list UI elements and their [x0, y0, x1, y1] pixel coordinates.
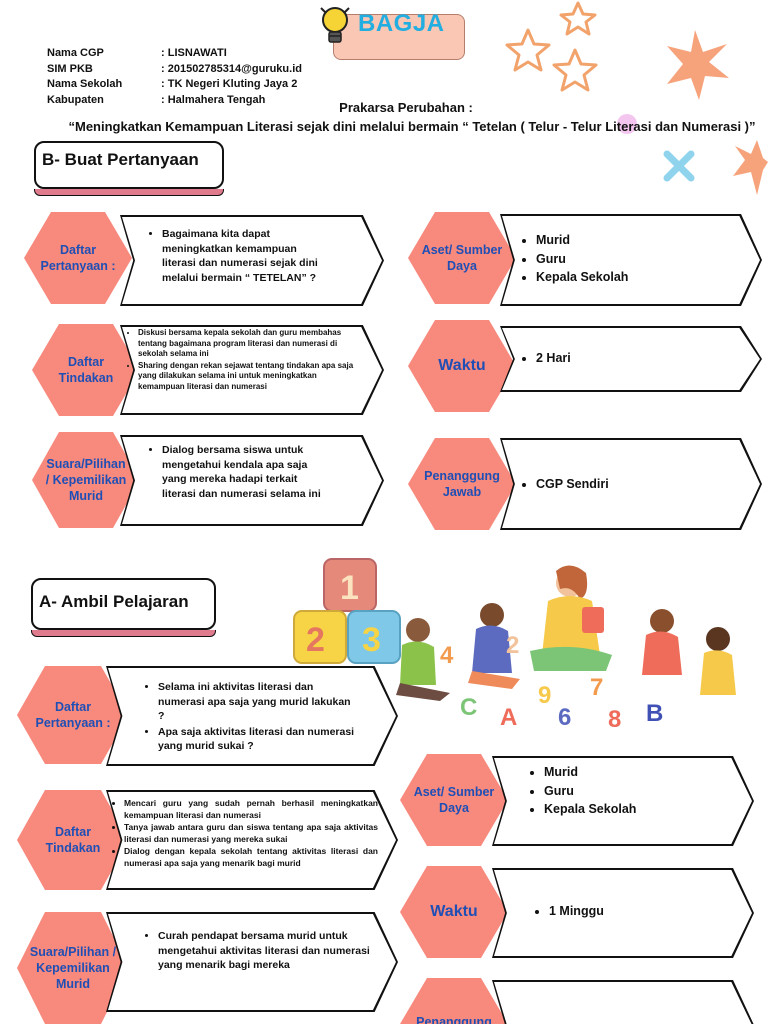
list-item: Guru: [536, 251, 722, 269]
svg-text:8: 8: [608, 706, 621, 733]
list-daftar-tindakan-a: Mencari guru yang sudah pernah berhasil …: [110, 798, 378, 870]
svg-text:B: B: [646, 700, 663, 727]
svg-text:A: A: [500, 704, 517, 731]
info-value: : TK Negeri Kluting Jaya 2: [161, 78, 298, 90]
list-item: Selama ini aktivitas literasi dan numera…: [158, 680, 356, 724]
list-waktu-a: 1 Minggu: [535, 904, 735, 919]
hex-waktu: Waktu: [408, 320, 516, 412]
list-item: Dialog dengan kepala sekolah tentang akt…: [124, 846, 378, 869]
teacher-info: Nama CGP : LISNAWATI SIM PKB : 20150278531…: [47, 46, 302, 108]
number-blocks: 1 2 3: [293, 558, 401, 664]
hex-penanggung-jawab: Penanggung Jawab: [408, 438, 516, 530]
section-a-title-text: A- Ambil Pelajaran: [39, 592, 189, 611]
info-value: : Halmahera Tengah: [161, 93, 266, 106]
list-item: Kepala Sekolah: [536, 269, 722, 287]
block-digit: 3: [362, 621, 381, 659]
prakarsa-label: Prakarsa Perubahan :: [339, 100, 473, 115]
svg-text:4: 4: [440, 642, 454, 669]
svg-text:9: 9: [538, 682, 551, 709]
hex-aset-sumber-daya: Aset/ Sumber Daya: [408, 212, 516, 304]
list-daftar-tindakan: Diskusi bersama kepala sekolah dan guru …: [124, 328, 359, 393]
arrow-box-daftar-pertanyaan: [120, 215, 384, 306]
arrow-box-penanggung-jawab-a: [492, 980, 754, 1024]
section-b-title-text: B- Buat Pertanyaan: [42, 150, 199, 169]
list-item: Diskusi bersama kepala sekolah dan guru …: [138, 328, 359, 360]
list-item: Sharing dengan rekan sejawat tentang tin…: [138, 361, 359, 393]
arrow-box-daftar-tindakan-a: [106, 790, 398, 890]
list-penanggung-jawab: CGP Sendiri: [522, 477, 722, 492]
svg-text:7: 7: [590, 674, 603, 701]
info-key: Nama CGP: [47, 47, 104, 59]
arrow-box-aset: [500, 214, 762, 306]
list-aset-a: Murid Guru Kepala Sekolah: [530, 764, 730, 820]
title-underline: [34, 189, 224, 196]
hex-waktu-a: Waktu: [400, 866, 508, 958]
arrow-box-daftar-tindakan: [120, 325, 384, 415]
info-key: SIM PKB: [47, 62, 93, 75]
hex-aset-sumber-daya-a: Aset/ Sumber Daya: [400, 754, 508, 846]
list-item: Guru: [544, 783, 730, 801]
list-item: 2 Hari: [536, 351, 722, 365]
title-underline: [31, 630, 216, 637]
bagja-logo: BAGJA: [318, 2, 468, 62]
list-item: Murid: [544, 764, 730, 782]
list-item: Curah pendapat bersama murid untuk menge…: [158, 929, 372, 973]
list-item: Tanya jawab antara guru dan siswa tentan…: [124, 822, 378, 845]
arrow-box-waktu: [500, 326, 762, 392]
section-b-title: B- Buat Pertanyaan: [34, 141, 224, 196]
list-aset: Murid Guru Kepala Sekolah: [522, 232, 722, 288]
prakarsa-quote: “Meningkatkan Kemampuan Literasi sejak d…: [68, 119, 756, 134]
list-waktu: 2 Hari: [522, 351, 722, 366]
list-daftar-pertanyaan: Bagaimana kita dapat meningkatkan kemamp…: [148, 227, 333, 286]
scattered-letters: C A 9 6 7 8 B 4 2: [440, 632, 663, 733]
list-item: Kepala Sekolah: [544, 801, 730, 819]
block-digit: 1: [340, 569, 359, 607]
list-item: Murid: [536, 232, 722, 250]
list-item: Apa saja aktivitas literasi dan numerasi…: [158, 725, 356, 754]
arrow-box-penanggung-jawab: [500, 438, 762, 530]
star-decoration-group: [505, 1, 768, 195]
info-row: SIM PKB : 201502785314@guruku.id: [47, 62, 302, 78]
list-item: CGP Sendiri: [536, 477, 722, 491]
info-key: Kabupaten: [47, 93, 104, 106]
list-item: 1 Minggu: [549, 904, 735, 918]
info-value: : LISNAWATI: [161, 47, 227, 59]
list-daftar-pertanyaan-a: Selama ini aktivitas literasi dan numera…: [144, 680, 356, 755]
hex-daftar-tindakan-a: Daftar Tindakan: [17, 790, 129, 890]
arrow-box-waktu-a: [492, 868, 754, 958]
section-a-title: A- Ambil Pelajaran: [31, 578, 216, 637]
svg-text:C: C: [460, 694, 477, 721]
svg-text:6: 6: [558, 704, 571, 731]
children-figures: [396, 565, 736, 701]
info-row: Kabupaten : Halmahera Tengah: [47, 93, 302, 109]
info-row: Nama CGP : LISNAWATI: [47, 46, 302, 62]
list-item: Mencari guru yang sudah pernah berhasil …: [124, 798, 378, 821]
lightbulb-icon: [320, 7, 350, 43]
arrow-box-daftar-pertanyaan-a: [106, 666, 398, 766]
list-item: Dialog bersama siswa untuk mengetahui ke…: [162, 443, 333, 501]
arrow-box-aset-a: [492, 756, 754, 846]
info-value: : 201502785314@guruku.id: [161, 62, 302, 75]
hex-daftar-tindakan: Daftar Tindakan: [32, 324, 140, 416]
block-digit: 2: [306, 621, 325, 659]
hex-daftar-pertanyaan: Daftar Pertanyaan :: [24, 212, 132, 304]
arrow-box-suara-murid: [120, 435, 384, 526]
children-learning-illustration: 1 2 3 C A 9 6 7 8 B 4 2: [293, 558, 736, 733]
hex-penanggung-jawab-a: Penanggung: [400, 978, 508, 1024]
logo-text: BAGJA: [358, 10, 445, 37]
info-row: Nama Sekolah : TK Negeri Kluting Jaya 2: [47, 77, 302, 93]
list-suara-murid: Dialog bersama siswa untuk mengetahui ke…: [148, 443, 333, 502]
arrow-box-suara-murid-a: [106, 912, 398, 1012]
svg-text:2: 2: [506, 632, 519, 659]
list-item: Bagaimana kita dapat meningkatkan kemamp…: [162, 227, 333, 285]
hex-suara-murid: Suara/Pilihan / Kepemilikan Murid: [32, 432, 140, 528]
list-suara-murid-a: Curah pendapat bersama murid untuk menge…: [144, 929, 372, 974]
info-key: Nama Sekolah: [47, 78, 123, 90]
